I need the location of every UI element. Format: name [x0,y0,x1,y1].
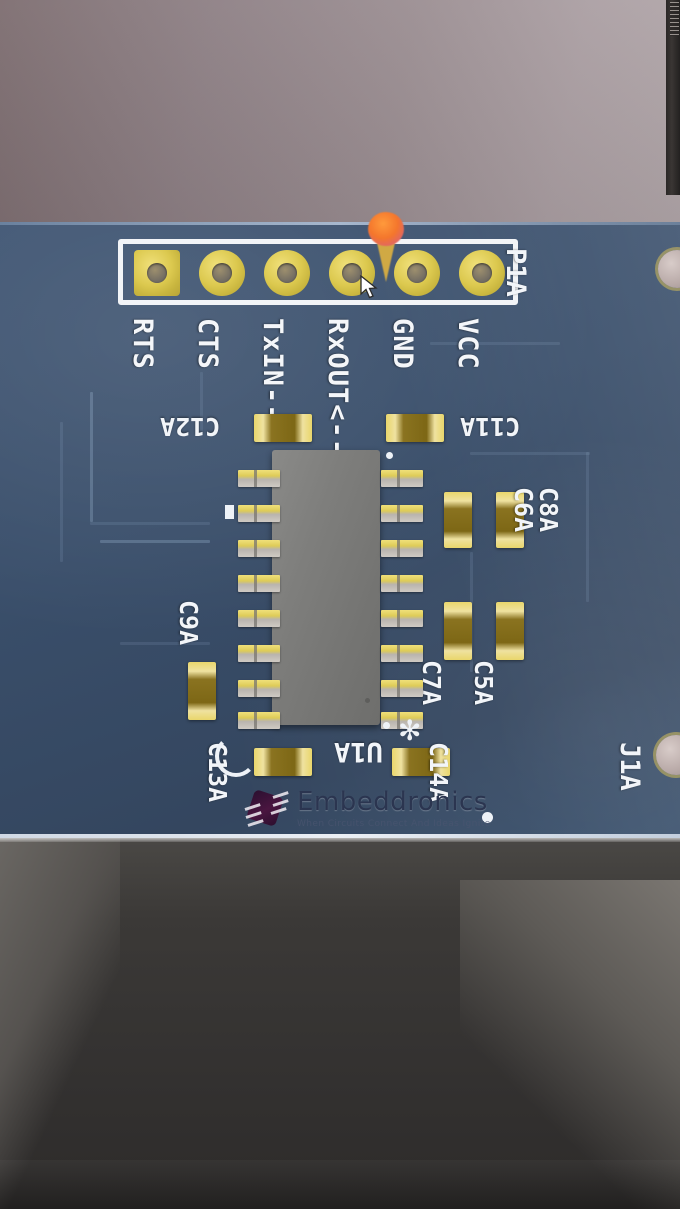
ic-pin-right-8[interactable] [381,712,423,729]
component-c6a-body[interactable] [496,492,524,548]
ic-pin-left-4[interactable] [238,575,280,592]
ar-marker-head [368,212,404,246]
component-c13a-body[interactable] [254,748,312,776]
ic-pin-left-3[interactable] [238,540,280,557]
ref-c12a: C12A [160,412,221,441]
component-c12a-body[interactable] [254,414,312,442]
pcb-trace [90,522,210,525]
ic-pin-right-3[interactable] [381,540,423,557]
pcb-top-edge [0,222,680,225]
ic-pin-right-4[interactable] [381,575,423,592]
silk-dot [383,722,390,729]
header-pad-2[interactable] [199,250,245,296]
ic-pin-right-1[interactable] [381,470,423,487]
ref-p1a: P1A [500,248,531,297]
pin-label-vcc: VCC [452,318,483,370]
ref-c11a: C11A [460,412,521,441]
ref-u1a: U1A [334,736,383,767]
ic-pin-left-1[interactable] [238,470,280,487]
edge-ticks-icon [670,2,679,36]
silk-dot [386,452,393,459]
connector-outline-p1a [118,239,518,305]
component-c14a-body[interactable] [392,748,450,776]
pcb-trace [430,342,560,345]
pcb-trace [60,422,63,562]
ref-c9a: C9A [174,600,203,646]
pointer-cursor-icon [360,275,382,301]
desk-highlight-right [460,880,680,1209]
pcb-trace [586,452,589,602]
ic-pin-left-2[interactable] [238,505,280,522]
component-c5a-body[interactable] [496,602,524,660]
ref-c5a: C5A [469,660,498,706]
pcb-trace [90,392,93,522]
ic-pin-right-7[interactable] [381,680,423,697]
desk-highlight-left [0,838,120,1209]
header-pad-6[interactable] [459,250,505,296]
component-c11a-body[interactable] [386,414,444,442]
silk-pin1-marker [225,505,234,519]
ref-j1a: J1A [614,742,645,791]
pin-label-cts: CTS [192,318,223,370]
pcb-trace [200,372,203,432]
ar-marker-tail [375,234,397,282]
ic-u1a-body[interactable] [272,450,380,725]
component-c7a-body[interactable] [444,602,472,660]
component-c9a-body[interactable] [188,662,216,720]
pcb-trace [470,452,590,455]
ic-pin-right-6[interactable] [381,645,423,662]
header-pad-5[interactable] [394,250,440,296]
pin-label-rts: RTS [127,318,158,370]
component-c8a-body[interactable] [444,492,472,548]
ar-marker-pin[interactable] [368,212,404,282]
ic-pin-left-7[interactable] [238,680,280,697]
ref-c8a: C8A [534,487,563,533]
ic-pin-right-5[interactable] [381,610,423,627]
desk-far-edge [0,1160,680,1209]
ic-pin-left-5[interactable] [238,610,280,627]
brand-name: Embeddronics [297,787,488,817]
header-pad-1[interactable] [134,250,180,296]
pcb-trace [120,642,210,645]
silk-dot-large [482,812,493,823]
brand-tagline: When Circuits Connect And Ideas Ignite [297,819,491,829]
ic-pin-right-2[interactable] [381,505,423,522]
pin-label-gnd: GND [387,318,418,370]
background-wall [0,0,680,222]
silk-star-icon: ✻ [398,714,422,747]
board-bottom-edge-highlight [0,836,680,842]
ic-pin1-dot-icon [365,698,370,703]
pcb-bottom-edge [0,834,680,838]
header-pad-3[interactable] [264,250,310,296]
mounting-hole [658,250,680,288]
pin-label-rxout: RxOUT<-- [322,318,353,457]
pcb-trace [100,540,210,543]
right-edge-object [666,0,680,195]
silk-arc-marker [215,735,257,777]
brand-logo: Embeddronics When Circuits Connect And I… [243,786,491,832]
ic-pin-left-6[interactable] [238,645,280,662]
ic-pin-left-8[interactable] [238,712,280,729]
ref-c6a: C6A [509,487,538,533]
chip-logo-icon [243,786,289,832]
